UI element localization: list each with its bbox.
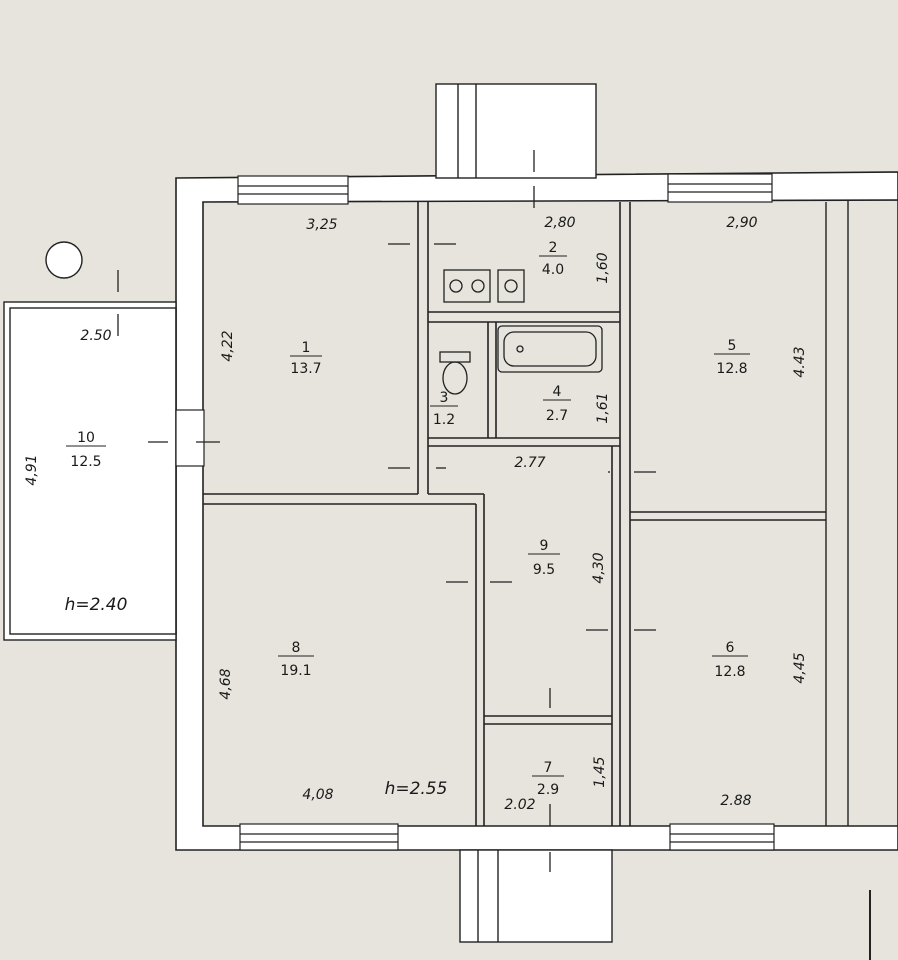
room-10-area: 12.5 [70, 454, 101, 470]
room-1-area: 13.7 [290, 361, 321, 377]
balcony-height: h=2.40 [65, 595, 128, 615]
dim-r8-width: 4,08 [302, 787, 333, 803]
bottom-entrance [459, 849, 613, 943]
room-5-area: 12.8 [716, 361, 747, 377]
toilet-icon [439, 351, 471, 395]
dim-r1-height: 4,22 [220, 330, 236, 361]
dim-r4-height: 1,61 [595, 392, 611, 423]
room-6-number: 6 [726, 640, 735, 656]
dim-r10-width: 2.50 [80, 328, 111, 344]
room-10-number: 10 [77, 430, 95, 446]
compass-icon [45, 241, 83, 279]
room-1-number: 1 [302, 340, 311, 356]
dim-r9-width: 2.77 [514, 455, 545, 471]
room-8-area: 19.1 [280, 663, 311, 679]
room-6-area: 12.8 [714, 664, 745, 680]
dimension-labels: 3,25 2,80 2,90 2.77 2.50 4,08 2.02 2.88 … [24, 215, 808, 813]
room-3-number: 3 [440, 390, 449, 406]
sink-icon [497, 269, 525, 303]
main-height: h=2.55 [385, 779, 448, 799]
dim-r5-height: 4.43 [792, 346, 808, 377]
dim-r7-width: 2.02 [504, 797, 535, 813]
room-4-area: 2.7 [546, 408, 568, 424]
dim-r1-width: 3,25 [306, 217, 337, 233]
room-9-number: 9 [540, 538, 549, 554]
interior-walls [203, 202, 826, 826]
bathtub-icon [497, 325, 603, 373]
room-4-number: 4 [553, 384, 562, 400]
room-7-number: 7 [544, 760, 553, 776]
room-labels: 1 13.7 2 4.0 3 1.2 4 2.7 5 12.8 6 12.8 7… [66, 240, 750, 798]
room-2-number: 2 [549, 240, 558, 256]
room-3-area: 1.2 [433, 412, 455, 428]
dim-r5-width: 2,90 [726, 215, 757, 231]
room-9-area: 9.5 [533, 562, 555, 578]
stove-icon [443, 269, 491, 303]
room-2-area: 4.0 [542, 262, 564, 278]
dim-r6-height: 4,45 [792, 652, 808, 683]
dim-r9-height: 4,30 [591, 552, 607, 583]
balcony [3, 301, 177, 641]
height-labels: h=2.55 h=2.40 [65, 595, 448, 799]
room-5-number: 5 [728, 338, 737, 354]
room-7-area: 2.9 [537, 782, 559, 798]
dim-r8-height: 4,68 [218, 668, 234, 699]
dim-r7-height: 1,45 [592, 756, 608, 787]
dim-r2-width: 2,80 [544, 215, 575, 231]
windows [175, 173, 775, 851]
dim-r2-height: 1,60 [595, 252, 611, 283]
outer-wall [175, 171, 898, 851]
top-entrance [435, 83, 597, 179]
room-8-number: 8 [292, 640, 301, 656]
right-wall-lines [825, 200, 849, 826]
dim-r6-width: 2.88 [720, 793, 751, 809]
dim-r10-height: 4,91 [24, 454, 40, 485]
door-marks [117, 150, 656, 872]
